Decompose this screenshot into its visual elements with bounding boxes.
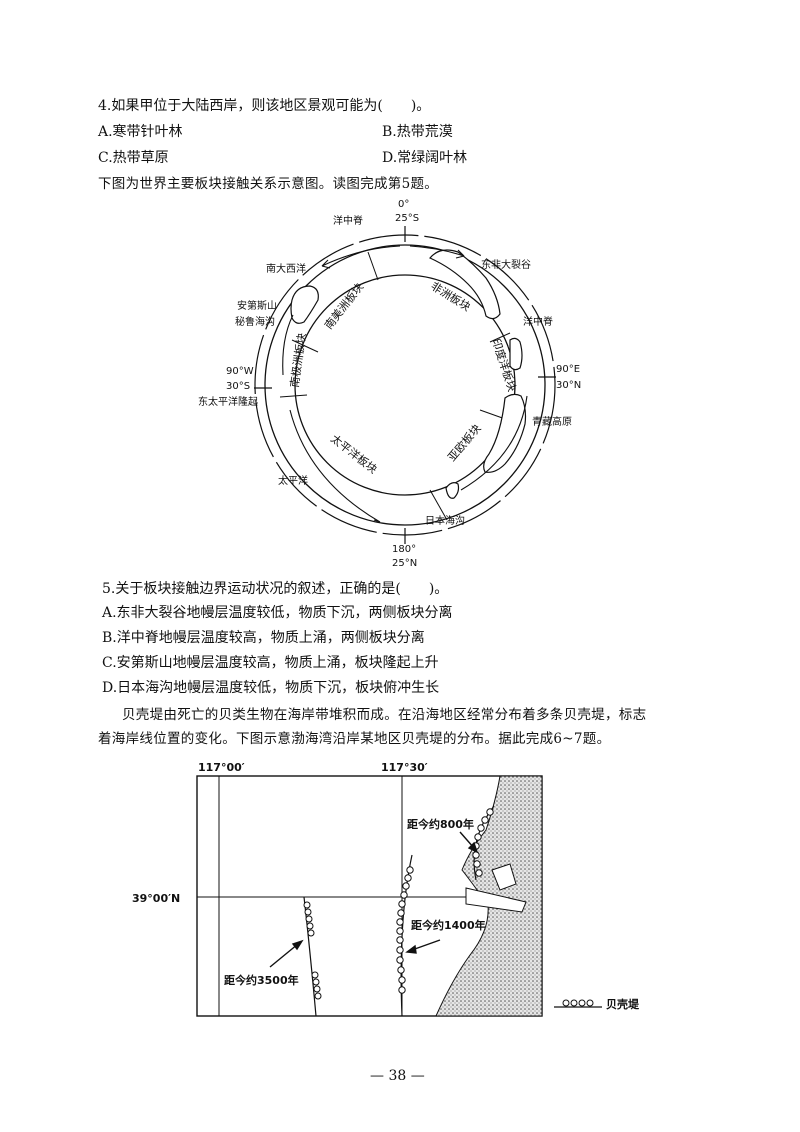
q4-stem: 4.如果甲位于大陆西岸，则该地区景观可能为( )。: [98, 98, 431, 114]
legend-shell-icon: [562, 999, 594, 1007]
q5-option-d: D.日本海沟地幔层温度较低，物质下沉，板块俯冲生长: [102, 680, 440, 696]
island: [491, 863, 517, 891]
legend-label: 贝壳堤: [606, 997, 640, 1011]
japan-trench-shape: [445, 482, 460, 499]
right-coord-deg: 90°E: [556, 364, 580, 375]
label-andes: 安第斯山: [237, 299, 277, 312]
right-coord-lat: 30°N: [556, 380, 581, 391]
q4-option-b: B.热带荒漠: [382, 124, 453, 140]
plate-eurasia: 亚欧板块: [445, 421, 484, 464]
q4-option-a: A.寒带针叶林: [98, 124, 183, 140]
lon-117-30: 117°30′: [381, 761, 428, 774]
plate-africa: 非洲板块: [428, 279, 473, 314]
lon-117-00: 117°00′: [198, 761, 245, 774]
label-japan-trench: 日本海沟: [425, 514, 465, 527]
plate-boundary-diagram: 0° 25°S 180° 25°N 90°W 30°S 90°E 30°N 洋中…: [198, 199, 581, 569]
inner-circle: [294, 274, 516, 496]
top-coord-deg: 0°: [398, 199, 409, 210]
intro-q67-line1: 贝壳堤由死亡的贝类生物在海岸带堆积而成。在沿海地区经常分布着多条贝壳堤，标志: [122, 707, 647, 723]
outer-ring-inner-edge: [264, 244, 546, 526]
ridge-3500-shells: [303, 901, 322, 1000]
label-peru-trench: 秘鲁海沟: [235, 315, 275, 328]
plate-pacific: 太平洋板块: [328, 431, 380, 476]
shell-ridge-map: 117°00′ 117°30′ 39°00′N 距今约800年 距今约1400年…: [132, 761, 640, 1017]
intro-q67-line2: 着海岸线位置的变化。下图示意渤海湾沿岸某地区贝壳堤的分布。据此完成6~7题。: [98, 731, 611, 747]
q5-option-c: C.安第斯山地幔层温度较高，物质上涌，板块隆起上升: [102, 655, 439, 671]
label-3500-years: 距今约3500年: [224, 973, 299, 987]
label-1400-years: 距今约1400年: [411, 918, 486, 932]
top-coord-lat: 25°S: [395, 213, 419, 224]
eurasia-arrow: [460, 395, 528, 491]
bottom-coord-lat: 25°N: [392, 558, 417, 569]
label-ridge-top: 洋中脊: [333, 214, 363, 227]
label-pacific: 太平洋: [278, 474, 308, 487]
ridge-arrow-right: [409, 245, 465, 259]
q4-option-c: C.热带草原: [98, 150, 169, 166]
plate-antarctica: 南极洲板块: [287, 332, 309, 388]
ridge-3500-line: [303, 896, 317, 1017]
q4-option-d: D.常绿阔叶林: [382, 150, 468, 166]
q5-stem: 5.关于板块接触边界运动状况的叙述，正确的是( )。: [102, 581, 449, 597]
ridge-1400-shells: [396, 866, 414, 994]
andes-shape: [290, 285, 319, 324]
label-ridge-right: 洋中脊: [523, 315, 553, 328]
label-800-years: 距今约800年: [407, 817, 474, 831]
ridge-right-shape: [509, 337, 523, 371]
intro-q5: 下图为世界主要板块接触关系示意图。读图完成第5题。: [98, 176, 439, 192]
arrow-1400: [411, 939, 441, 951]
left-coord-lat: 30°S: [226, 381, 250, 392]
q5-option-b: B.洋中脊地幔层温度较高，物质上涌，两侧板块分离: [102, 630, 425, 646]
q5-option-a: A.东非大裂谷地幔层温度较低，物质下沉，两侧板块分离: [102, 605, 453, 621]
label-south-atlantic: 南大西洋: [266, 262, 306, 275]
tibet-shape: [483, 393, 527, 473]
page-number: — 38 —: [370, 1068, 425, 1084]
label-east-african-rift: 东非大裂谷: [481, 258, 531, 271]
estuary-spit: [465, 887, 527, 913]
label-east-pacific-rise: 东太平洋隆起: [198, 395, 258, 408]
pacific-arrow-up: [282, 314, 294, 376]
east-african-rift-shape: [429, 249, 501, 320]
arrow-3500: [269, 943, 299, 968]
ridge-arrow-left: [321, 245, 401, 269]
label-tibet: 青藏高原: [532, 415, 572, 428]
lat-39-00: 39°00′N: [132, 892, 180, 905]
left-coord-deg: 90°W: [226, 366, 254, 377]
bottom-coord-deg: 180°: [392, 544, 416, 555]
pacific-arrow-down: [289, 409, 381, 523]
